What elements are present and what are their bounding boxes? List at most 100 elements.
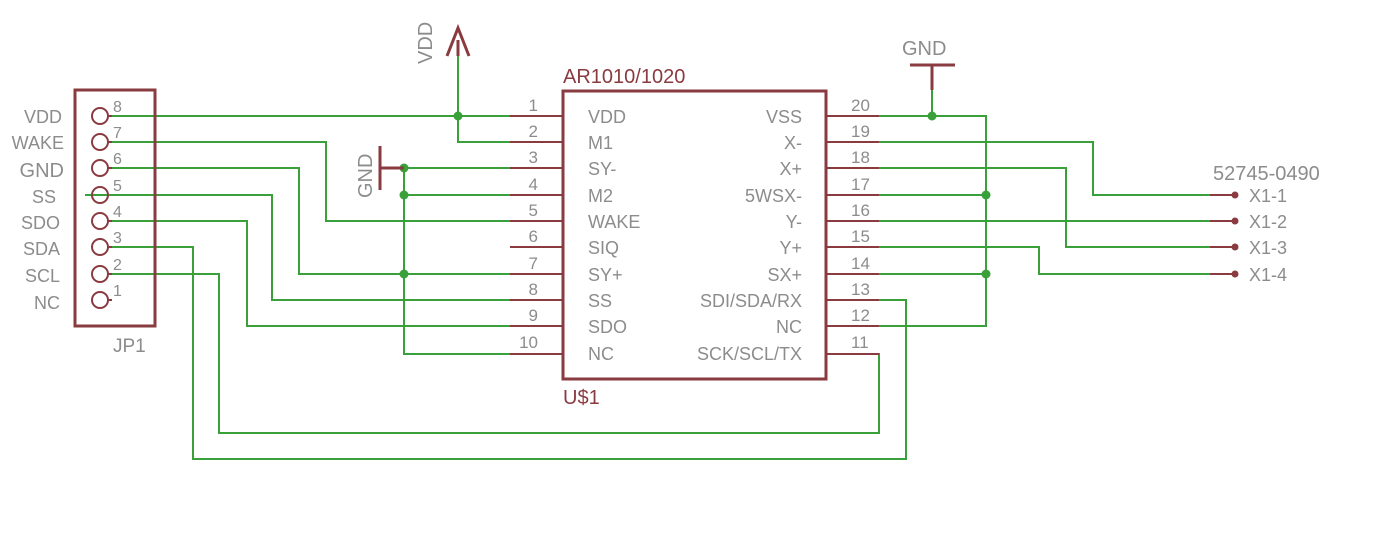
chip-pin-name: SIQ	[588, 238, 619, 258]
jp1-signal-label: SS	[32, 187, 56, 207]
chip-pin-name: Y-	[786, 212, 802, 232]
chip-pin-name: X+	[779, 159, 802, 179]
junction-dot	[981, 269, 991, 279]
chip-pin-name: M2	[588, 186, 613, 206]
chip-pin-number: 8	[529, 280, 538, 299]
jp1-signal-label: NC	[34, 293, 60, 313]
vdd-label: VDD	[415, 22, 437, 64]
chip-pin-number: 5	[529, 201, 538, 220]
jp1-signal-label: GND	[20, 160, 64, 182]
x1-pin-icon	[1231, 270, 1239, 278]
chip-pin-name: WAKE	[588, 212, 640, 232]
chip-pin-name: VSS	[766, 107, 802, 127]
chip-pin-number: 18	[851, 148, 870, 167]
jp1-pin-number: 4	[113, 204, 122, 221]
chip-pin-name: M1	[588, 133, 613, 153]
chip-pin-number: 10	[519, 333, 538, 352]
chip-pin-number: 11	[851, 333, 869, 352]
pin-pad	[91, 133, 109, 151]
chip-pin-number: 2	[529, 122, 538, 141]
junction-dot	[453, 111, 463, 121]
jp1-signal-label: WAKE	[12, 133, 64, 153]
pin-pad	[91, 186, 109, 204]
net-sdo	[110, 220, 510, 327]
chip-pin-number: 9	[529, 306, 538, 325]
chip-pin-name: 5WSX-	[745, 186, 802, 206]
chip-right-pin-lines	[826, 115, 879, 355]
chip-ref-label: U$1	[563, 387, 600, 409]
chip-pin-name: NC	[588, 344, 614, 364]
jp1-pin-pads	[91, 107, 112, 309]
pin-stub	[108, 115, 112, 301]
x1-pin-label: X1-2	[1249, 212, 1287, 232]
jp1-pin-number: 3	[113, 230, 122, 247]
chip-pin-name: SS	[588, 291, 612, 311]
chip-pin-number: 19	[851, 122, 870, 141]
chip-ar1010: AR1010/1020 U$1 1 2 3 4 5 6 7 8 9 10 VDD…	[510, 66, 879, 409]
pin-pad	[91, 238, 109, 256]
chip-pin-name: SY-	[588, 159, 616, 179]
x1-pin-icon	[1231, 191, 1239, 199]
x1-pin-icon	[1231, 217, 1239, 225]
net-sda	[110, 246, 907, 460]
chip-pin-name: VDD	[588, 107, 626, 127]
junction-dot	[399, 190, 409, 200]
chip-part-label: AR1010/1020	[563, 66, 685, 88]
junction-dot	[981, 190, 991, 200]
jp1-pin-number: 2	[113, 257, 122, 274]
pin-pad	[91, 212, 109, 230]
chip-pin-name: SCK/SCL/TX	[697, 344, 802, 364]
chip-pin-number: 7	[529, 254, 538, 273]
gnd-label-top: GND	[902, 38, 946, 60]
junction-dot	[399, 269, 409, 279]
pin-pad	[91, 107, 109, 125]
jp1-pin-number: 5	[113, 178, 122, 195]
net-wake	[110, 141, 510, 222]
x1-pin-icon	[1231, 243, 1239, 251]
connector-x1: 52745-0490 X1-1 X1-2 X1-3 X1-4	[1210, 163, 1320, 285]
gnd-symbol-top: GND	[902, 38, 955, 90]
chip-pin-number: 3	[529, 148, 538, 167]
ground-icon	[378, 146, 404, 190]
jp1-signal-label: SDO	[21, 213, 60, 233]
chip-pin-name: Y+	[779, 238, 802, 258]
chip-left-pin-names: VDD M1 SY- M2 WAKE SIQ SY+ SS SDO NC	[588, 107, 640, 364]
jp1-signal-label: VDD	[24, 107, 62, 127]
x1-pin-markers	[1210, 191, 1239, 278]
pin-pad	[91, 265, 109, 283]
chip-pin-number: 6	[529, 227, 538, 246]
chip-pin-number: 20	[851, 96, 870, 115]
vdd-supply-symbol: VDD	[415, 22, 471, 64]
x1-pin-label: X1-1	[1249, 186, 1287, 206]
jp1-pin-number: 1	[113, 283, 122, 300]
junction-dot	[927, 111, 937, 121]
net-y-plus	[830, 246, 1210, 275]
chip-pin-number: 15	[851, 227, 870, 246]
jp1-signal-label: SCL	[25, 266, 60, 286]
jp1-body	[73, 88, 157, 328]
chip-pin-name: SDI/SDA/RX	[700, 291, 802, 311]
chip-pin-name: SX+	[767, 265, 802, 285]
junctions	[399, 111, 991, 279]
chip-pin-name: SY+	[588, 265, 623, 285]
jp1-pin-number: 8	[113, 99, 122, 116]
vdd-arrow-icon	[445, 23, 471, 57]
chip-pin-number: 1	[529, 96, 538, 115]
ground-icon	[910, 63, 955, 90]
jp1-pin-number: 7	[113, 125, 122, 142]
connector-jp1: VDD WAKE GND SS SDO SDA SCL NC 8 7 6 5 4…	[12, 88, 157, 357]
net-vdd	[110, 55, 510, 143]
chip-pin-number: 4	[529, 175, 538, 194]
jp1-pin-number: 6	[113, 151, 122, 168]
gnd-label-left: GND	[355, 154, 377, 198]
x1-part-label: 52745-0490	[1213, 163, 1320, 185]
x1-pin-label: X1-4	[1249, 265, 1287, 285]
net-x-plus	[830, 167, 1210, 248]
chip-left-pin-numbers: 1 2 3 4 5 6 7 8 9 10	[519, 96, 538, 352]
x1-pin-label: X1-3	[1249, 238, 1287, 258]
pin-pad	[91, 159, 109, 177]
chip-right-pin-names: VSS X- X+ 5WSX- Y- Y+ SX+ SDI/SDA/RX NC …	[697, 107, 802, 364]
chip-body	[561, 89, 828, 381]
chip-pin-number: 12	[851, 306, 870, 325]
